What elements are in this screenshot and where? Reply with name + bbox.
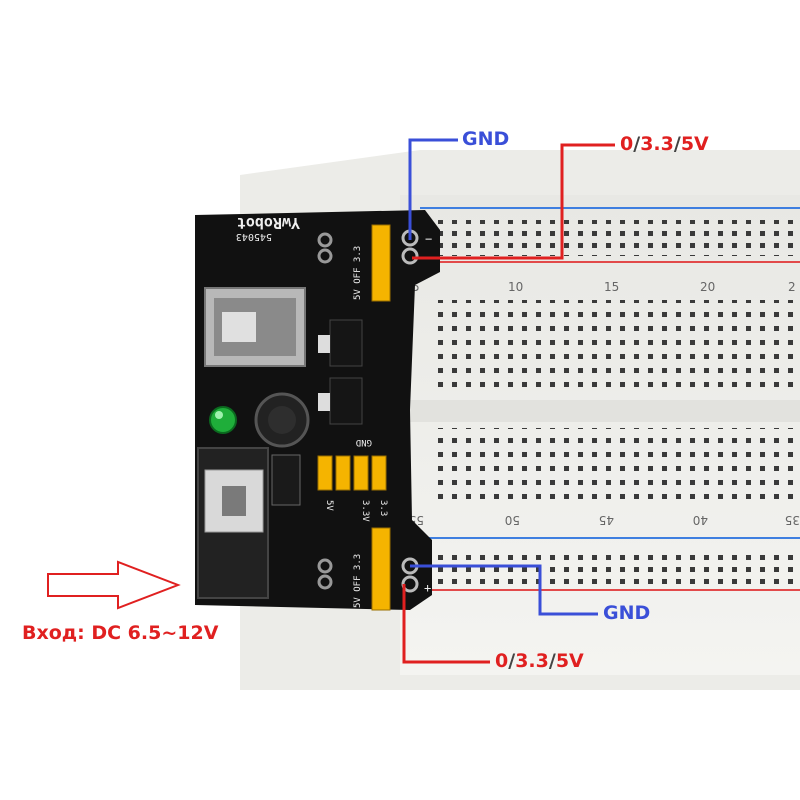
rail-holes-top [432, 220, 800, 256]
callout-wires [402, 138, 615, 664]
smd-part [318, 335, 330, 353]
wire-gnd-bottom [410, 564, 598, 616]
voltage-bottom-label: 0/3.3/5V [495, 652, 584, 671]
solder-pad [317, 558, 333, 574]
column-number: 20 [700, 280, 715, 294]
led-highlight [215, 411, 223, 419]
brand-text: YwRobot [237, 214, 300, 232]
separator: / [508, 650, 516, 672]
capacitor-top [268, 406, 296, 434]
smd-part [318, 393, 330, 411]
column-number: 40 [693, 513, 708, 527]
usb-tongue [222, 312, 256, 342]
wire-volt-top [412, 143, 615, 260]
terminal-holes-top [432, 300, 800, 394]
column-number: 10 [508, 280, 523, 294]
rail-pin [401, 247, 419, 265]
separator: / [673, 133, 681, 155]
wire-gnd-top [408, 138, 458, 240]
separator: / [548, 650, 556, 672]
voltage-value: 0 [495, 650, 509, 672]
input-label: Вход: DC 6.5~12V [22, 622, 219, 644]
wire-volt-bottom [402, 584, 490, 664]
header-label: 3.3V [360, 500, 370, 522]
separator: / [633, 133, 641, 155]
column-number: 5 [412, 280, 420, 294]
jumper-label-bottom: 5V OFF 3.3 [353, 554, 363, 608]
terminal-holes-bottom [432, 428, 800, 508]
power-module: YwRobot 545043 [195, 210, 440, 611]
power-led [209, 406, 237, 434]
gnd-top-label: GND [462, 128, 510, 150]
voltage-value: 5V [555, 650, 584, 672]
input-arrow-icon [47, 560, 181, 610]
output-header [317, 455, 387, 491]
model-text: 545043 [236, 231, 272, 242]
header-label-gnd: GND [356, 437, 372, 447]
column-number: 15 [604, 280, 619, 294]
gnd-bottom-label: GND [603, 602, 651, 624]
jumper-bottom [371, 527, 391, 611]
regulator-top [329, 319, 363, 367]
header-label: 5V [324, 500, 334, 511]
rail-minus-mark: − [425, 232, 432, 246]
voltage-value: 5V [680, 133, 709, 155]
voltage-top-label: 0/3.3/5V [620, 135, 709, 154]
jumper-top [371, 224, 391, 302]
voltage-value: 0 [620, 133, 634, 155]
regulator-bottom [329, 377, 363, 425]
rail-plus-mark: + [424, 581, 431, 595]
column-number: 50 [505, 513, 520, 527]
dc-jack-hole [222, 486, 246, 516]
solder-pad [317, 248, 333, 264]
header-label: 3.3 [378, 500, 388, 516]
column-number: 45 [599, 513, 614, 527]
column-number: 2 [788, 280, 796, 294]
solder-pad [317, 574, 333, 590]
column-number: 35 [785, 513, 800, 527]
voltage-value: 3.3 [515, 650, 549, 672]
center-channel [410, 400, 800, 422]
power-switch [271, 454, 301, 506]
jumper-label-top: 5V OFF 3.3 [353, 246, 363, 300]
solder-pad [317, 232, 333, 248]
voltage-value: 3.3 [640, 133, 674, 155]
